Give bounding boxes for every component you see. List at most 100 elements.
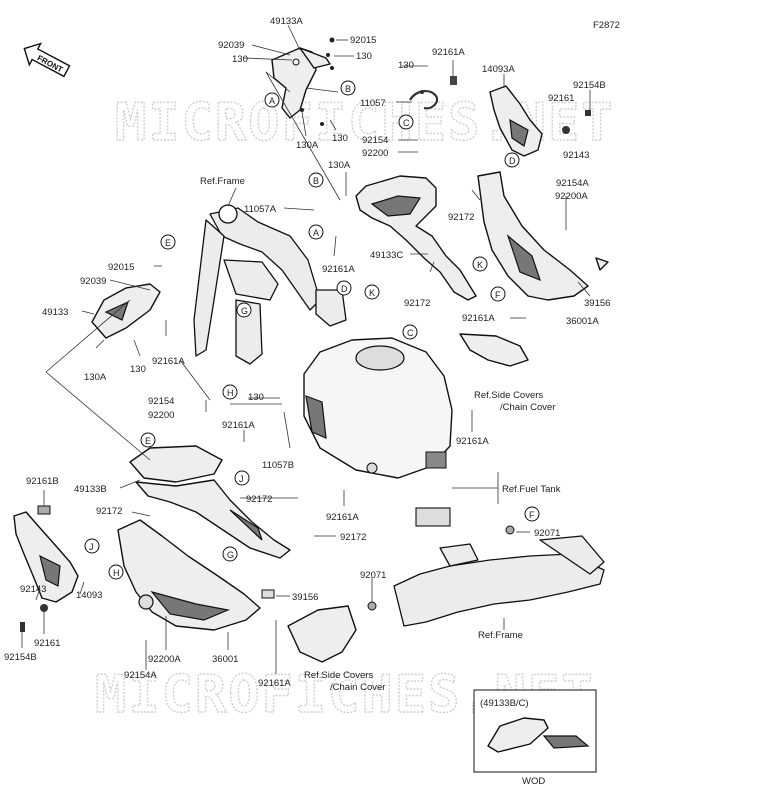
label-36001A: 36001A [566,316,599,327]
label-92039-left: 92039 [80,276,106,287]
label-49133A: 49133A [270,16,303,27]
inset-title: (49133B/C) [480,698,529,709]
callout-D-mid: D [336,280,352,296]
callout-A-top: A [264,92,280,108]
label-92200-mid: 92200 [148,410,174,421]
label-92172-center: 92172 [246,494,272,505]
label-92161A-tank: 92161A [456,436,489,447]
label-92154A-right: 92154A [556,178,589,189]
label-14093: 14093 [76,590,102,601]
lower-fairing-49133B [135,479,291,559]
inset-caption: WOD [522,776,545,787]
label-92071-right: 92071 [534,528,560,539]
label-92172-right: 92172 [448,212,474,223]
callout-C-top: C [398,114,414,130]
callout-K-mid: K [364,284,380,300]
label-130-e: 130 [130,364,146,375]
label-ref-chain-cover-right: /Chain Cover [500,402,555,413]
leader-lines [21,24,591,674]
label-11057: 11057 [360,98,386,109]
front-arrow-icon: FRONT [23,42,71,78]
diagram-code: F2872 [593,20,620,31]
label-130A-a: 130A [296,140,319,151]
label-92161A-lower: 92161A [326,512,359,523]
label-49133C: 49133C [370,250,403,261]
label-ref-frame-bottom: Ref.Frame [478,630,523,641]
callout-J-left: J [84,538,100,554]
side-panel-36001 [117,519,261,631]
bolt-icons-top [300,37,424,126]
label-14093A: 14093A [482,64,515,75]
grommet-92071-lower [367,601,377,611]
label-ref-fuel-tank: Ref.Fuel Tank [502,484,561,495]
label-130A-b: 130A [328,160,351,171]
bracket-49133 [91,283,161,339]
callouts: A B C D B A K F E D K G H C E J F J G H [84,80,540,580]
callout-H-mid: H [222,384,238,400]
grommet-92071-upper [505,525,515,535]
cover-14093 [13,511,79,603]
ref-side-cover-right [459,333,529,367]
grommet-92161 [562,126,570,134]
upper-cowl [129,445,223,483]
svg-text:J: J [239,474,244,484]
label-92015-left: 92015 [108,262,134,273]
label-92154B-left: 92154B [4,652,37,663]
label-130-d: 130 [332,133,348,144]
label-92161A-mid: 92161A [322,264,355,275]
svg-text:C: C [403,118,410,128]
label-92154-top: 92154 [362,135,388,146]
svg-text:A: A [269,96,275,106]
callout-K-right: K [472,256,488,272]
label-130-c: 130 [398,60,414,71]
label-130-a: 130 [232,54,248,65]
svg-text:K: K [369,288,375,298]
label-39156-left: 39156 [292,592,318,603]
callout-G-lower: G [222,546,238,562]
label-130-b: 130 [356,51,372,62]
callout-F-lower: F [524,506,540,522]
svg-text:F: F [529,510,535,520]
label-ref-frame-top: Ref.Frame [200,176,245,187]
label-92039-top: 92039 [218,40,244,51]
label-36001: 36001 [212,654,238,665]
svg-text:D: D [341,284,348,294]
label-39156-right: 39156 [584,298,610,309]
label-92161B: 92161B [26,476,59,487]
svg-text:E: E [165,238,171,248]
inset-box: (49133B/C) WOD [473,689,597,787]
ref-fuel-tank [303,337,453,479]
callout-G-mid: G [236,302,252,318]
label-92071-left: 92071 [360,570,386,581]
label-92161A-top: 92161A [432,47,465,58]
svg-text:H: H [227,388,234,398]
label-11057A: 11057A [244,204,277,215]
svg-text:A: A [313,228,319,238]
hose-11057 [409,90,439,110]
bolt-92154B-top [585,110,591,116]
label-11057B: 11057B [262,460,294,471]
svg-text:G: G [227,550,234,560]
svg-text:B: B [313,176,319,186]
part-labels: 49133A 92015 92039 130 130 130 92161A 14… [4,16,610,693]
svg-text:J: J [89,542,94,552]
ref-side-cover-left [287,605,357,663]
label-92015-top: 92015 [350,35,376,46]
label-130A-c: 130A [84,372,107,383]
svg-text:H: H [113,568,120,578]
label-49133B: 49133B [74,484,107,495]
label-92200A-right: 92200A [555,191,588,202]
label-ref-side-covers-left: Ref.Side Covers [304,670,373,681]
label-92161-top: 92161 [548,93,574,104]
side-panel-36001A [477,171,589,301]
label-92172-left: 92172 [96,506,122,517]
callout-A-mid: A [308,224,324,240]
grommet-92161-left [40,604,48,612]
callout-B-top: B [340,80,356,96]
callout-B-mid: B [308,172,324,188]
callout-D-top: D [504,152,520,168]
fairing-piece-49133C [355,175,477,301]
label-92143-top: 92143 [563,150,589,161]
